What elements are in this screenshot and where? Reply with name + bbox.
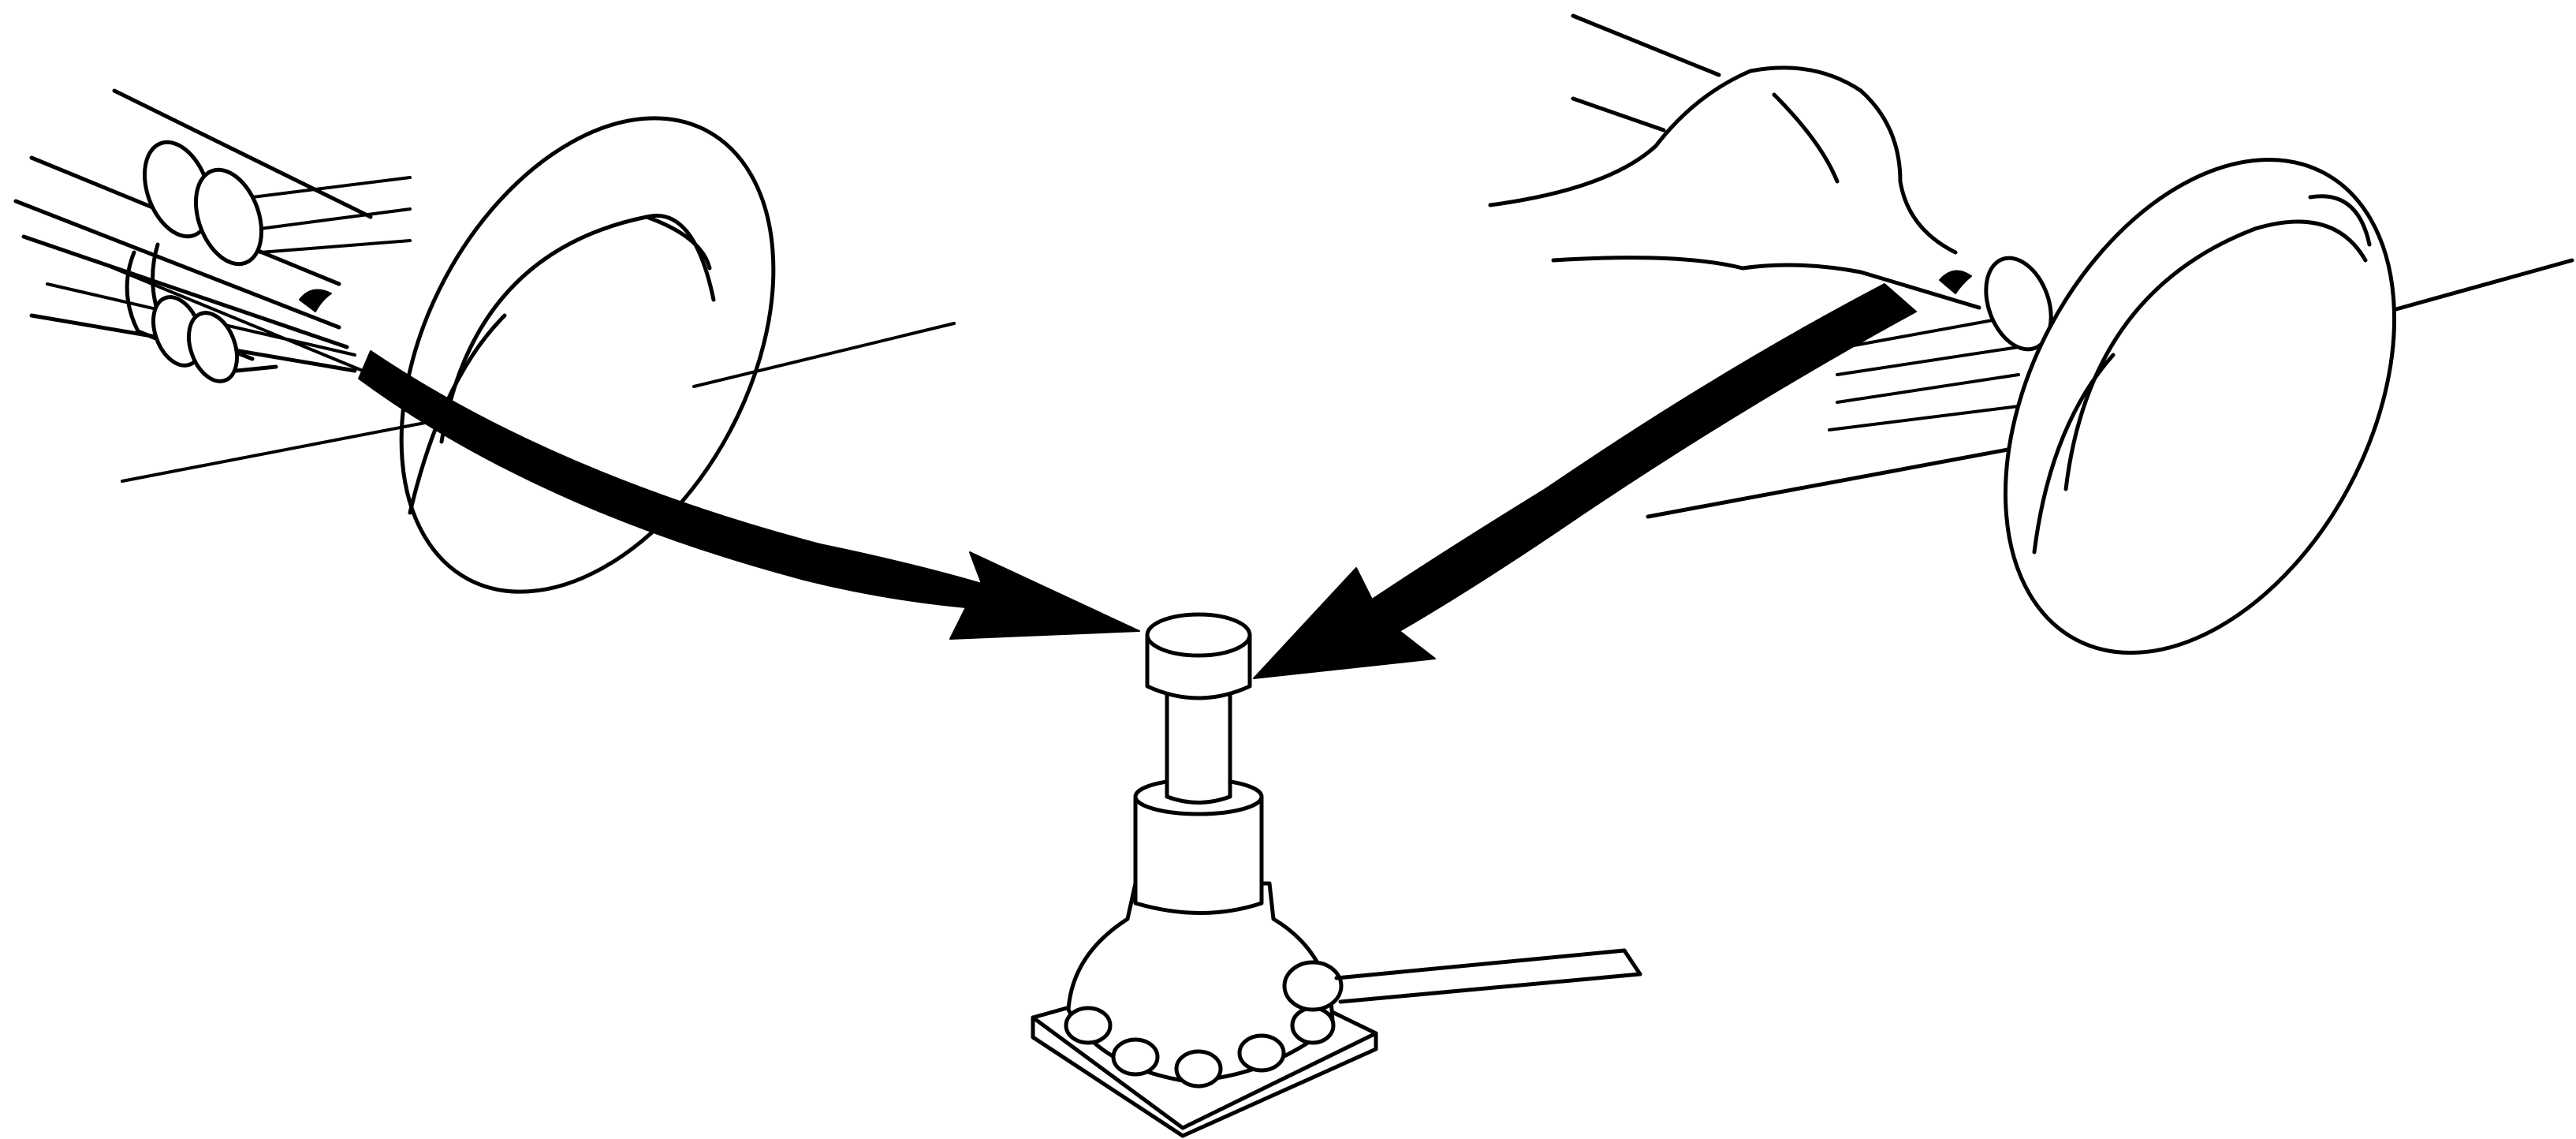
right-axle-collar	[1984, 256, 2053, 352]
right-differential	[1488, 13, 1981, 310]
left-jack-point-mark	[299, 289, 332, 312]
wheel-hub-icon	[2003, 157, 2397, 655]
right-arrow	[1253, 283, 1917, 679]
left-axle-assembly	[13, 88, 956, 594]
right-axle-tube	[1646, 258, 2574, 519]
jack-ram	[1165, 676, 1232, 805]
jack-handle	[1334, 948, 1627, 980]
jack-base-lugs	[1064, 1006, 1336, 1089]
arrow-icon	[358, 283, 1917, 679]
bottle-jack-icon	[1031, 612, 1642, 1138]
left-arrow	[358, 350, 1140, 640]
jack-pump-socket	[1282, 960, 1344, 1012]
left-axle-collars	[142, 140, 264, 383]
right-jack-point-mark	[1939, 270, 1972, 294]
wheel-hub-icon	[399, 116, 776, 594]
right-axle-assembly	[1488, 13, 2574, 655]
